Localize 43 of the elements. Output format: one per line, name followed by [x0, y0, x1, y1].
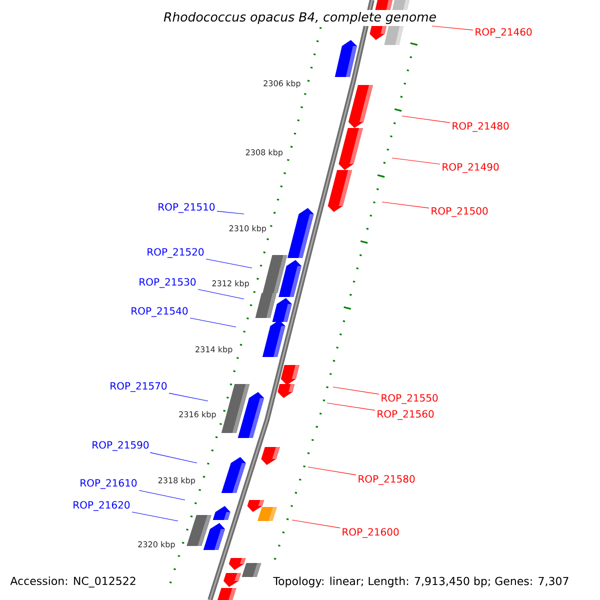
gene-label: ROP_21460	[476, 28, 532, 38]
leader-line	[432, 26, 474, 30]
leader-line	[402, 116, 450, 124]
tick-label: 2318 kbp	[158, 477, 196, 485]
leader-line	[216, 210, 244, 214]
leader-line	[168, 392, 208, 402]
leader-line	[392, 158, 440, 164]
leader-line	[150, 452, 198, 464]
tick-label: 2312 kbp	[212, 280, 249, 288]
footer-text: Topology: linear; Length: 7,913,450 bp; Genes: 7,307	[273, 576, 568, 588]
leader-line	[206, 258, 252, 268]
leader-line	[198, 289, 244, 300]
leader-line	[332, 386, 380, 395]
gene-label: ROP_21600	[342, 528, 399, 538]
gene-label: ROP_21530	[140, 278, 196, 288]
leader-line	[308, 466, 356, 476]
gene-label: ROP_21480	[452, 122, 509, 132]
tick-label: 2310 kbp	[229, 225, 266, 233]
gene-label: ROP_21610	[80, 479, 137, 489]
leader-line	[190, 318, 236, 328]
leader-line	[138, 490, 186, 500]
leader-line	[132, 512, 178, 522]
leader-line	[382, 202, 430, 208]
tick-label: 2316 kbp	[179, 411, 216, 419]
gene-label: ROP_21590	[92, 441, 149, 451]
gene-label: ROP_21620	[74, 501, 130, 511]
tick-label: 2308 kbp	[246, 149, 283, 157]
gene-label: ROP_21500	[432, 207, 488, 217]
tick-label: 2314 kbp	[196, 346, 232, 354]
leader-line	[292, 520, 340, 528]
gene-label: ROP_21560	[378, 410, 434, 420]
tick-label: 2320 kbp	[138, 541, 175, 549]
footer-text: Accession: NC_012522	[10, 576, 136, 588]
tick-label: 2306 kbp	[264, 80, 300, 88]
leader-line	[326, 402, 376, 411]
gene-label: ROP_21580	[358, 475, 415, 485]
gene-label: ROP_21510	[158, 203, 215, 213]
gene-label: ROP_21490	[442, 163, 499, 173]
gene-label: ROP_21570	[110, 382, 167, 392]
gene-label: ROP_21550	[382, 394, 438, 404]
gene-label: ROP_21520	[148, 248, 204, 258]
gene-label: ROP_21540	[132, 307, 188, 317]
title: Rhodococcus opacus B4, complete genome	[162, 10, 438, 26]
